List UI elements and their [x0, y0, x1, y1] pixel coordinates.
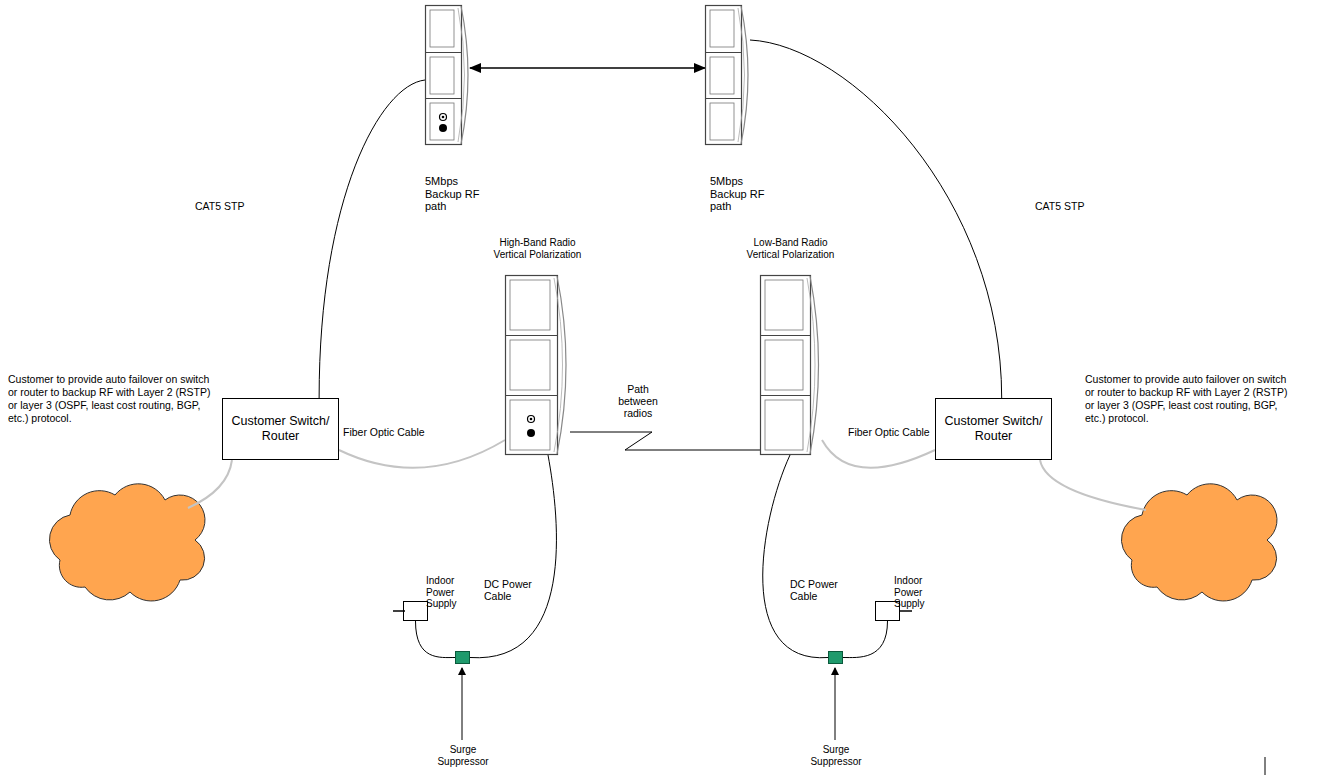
- cable-label: Path between radios: [608, 383, 668, 419]
- network-link: [188, 460, 232, 508]
- surge-suppressor: Surge Suppressor: [455, 651, 470, 664]
- cable-line: [822, 440, 935, 468]
- part-label: Surge Suppressor: [801, 744, 871, 767]
- part-label: High-Band Radio Vertical Polarization: [485, 237, 590, 260]
- radio-unit: Low-Band Radio Vertical Polarization: [760, 275, 822, 455]
- leader-arrow: [835, 668, 836, 740]
- box-label: Customer Switch/ Router: [223, 414, 338, 444]
- box-label: Customer Switch/ Router: [936, 414, 1051, 444]
- cable-label: DC Power Cable: [484, 578, 536, 602]
- cable-label: Fiber Optic Cable: [343, 426, 443, 438]
- cable-line: [339, 440, 505, 468]
- cable-label: DC Power Cable: [790, 578, 842, 602]
- switch-box: Customer Switch/ Router: [222, 398, 339, 460]
- backup-radio: 5Mbps Backup RF path: [705, 5, 750, 145]
- cable-line: [843, 621, 888, 658]
- radio-outline: [705, 5, 756, 145]
- part-label: 5Mbps Backup RF path: [425, 175, 487, 213]
- network-link: [1040, 460, 1146, 510]
- part-label: Low-Band Radio Vertical Polarization: [738, 237, 843, 260]
- radio-outline: [760, 275, 828, 455]
- switch-box: Customer Switch/ Router: [935, 398, 1052, 460]
- power-supply: Indoor Power Supply: [875, 601, 900, 621]
- radio-outline: [425, 5, 476, 145]
- cable-label: Fiber Optic Cable: [848, 426, 948, 438]
- backup-radio: 5Mbps Backup RF path: [425, 5, 470, 145]
- radio-unit: High-Band Radio Vertical Polarization: [505, 275, 570, 455]
- part-label: Indoor Power Supply: [426, 575, 474, 610]
- network-cloud: [49, 484, 205, 601]
- cable-label: CAT5 STP: [195, 200, 265, 212]
- cable-line: [470, 455, 556, 658]
- leader-arrow: [462, 668, 463, 740]
- radio-outline: [505, 275, 576, 455]
- part-label: 5Mbps Backup RF path: [710, 175, 772, 213]
- cable-label: CAT5 STP: [1035, 200, 1105, 212]
- cable-line: [470, 67, 705, 68]
- page-mark: [1265, 757, 1266, 775]
- power-supply: Indoor Power Supply: [403, 601, 428, 621]
- cable-line: [416, 621, 456, 658]
- cable-line: [319, 80, 425, 398]
- part-label: Indoor Power Supply: [894, 575, 942, 610]
- network-cloud: [1121, 484, 1277, 601]
- part-label: Surge Suppressor: [428, 744, 498, 767]
- note-text: Customer to provide auto failover on swi…: [8, 373, 213, 426]
- note-text: Customer to provide auto failover on swi…: [1085, 373, 1297, 426]
- plug-prong: [393, 609, 405, 613]
- cable-line: [763, 455, 828, 658]
- surge-suppressor: Surge Suppressor: [828, 651, 843, 664]
- cable-line: [570, 432, 760, 450]
- plug-prong: [900, 609, 912, 613]
